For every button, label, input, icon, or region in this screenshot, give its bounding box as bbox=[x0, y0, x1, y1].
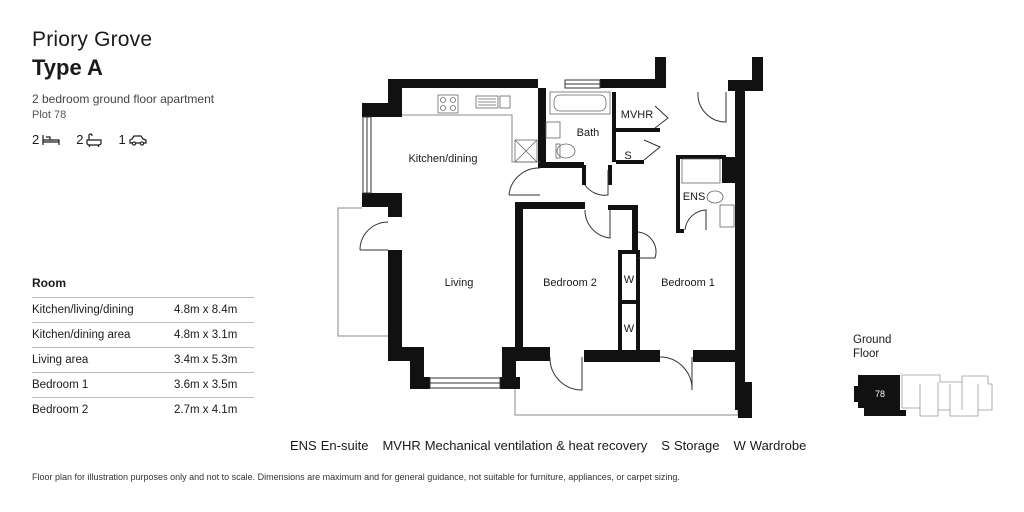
room-dimensions: 3.6m x 3.5m bbox=[174, 372, 254, 398]
legend-code: MVHR bbox=[382, 438, 421, 453]
door-swings bbox=[359, 91, 727, 391]
plot-number: Plot 78 bbox=[32, 109, 67, 121]
room-dimensions: 2.7m x 4.1m bbox=[174, 397, 254, 422]
apartment-type: Type A bbox=[32, 55, 103, 80]
room-dimensions: 4.8m x 3.1m bbox=[174, 322, 254, 348]
room-name: Kitchen/living/dining bbox=[32, 297, 174, 323]
room-name: Bedroom 2 bbox=[32, 397, 174, 422]
spec-summary: 2 2 1 bbox=[32, 132, 157, 147]
room-name: Living area bbox=[32, 347, 174, 373]
key-plan: 78 bbox=[854, 374, 993, 417]
bathroom-fittings bbox=[545, 91, 735, 228]
bedroom-count: 2 bbox=[32, 132, 60, 147]
label-living: Living bbox=[445, 277, 474, 289]
key-plan-plot-number: 78 bbox=[875, 389, 885, 399]
bath-icon bbox=[86, 132, 103, 147]
floor-label: Ground Floor bbox=[853, 333, 891, 361]
legend-text: Wardrobe bbox=[749, 438, 807, 453]
terrace-outline-left bbox=[337, 207, 390, 337]
key-plan-outline bbox=[901, 374, 993, 417]
legend-text: Mechanical ventilation & heat recovery bbox=[424, 438, 648, 453]
label-storage: S bbox=[624, 150, 631, 162]
apartment-description: 2 bedroom ground floor apartment bbox=[32, 92, 215, 106]
bedroom-count-value: 2 bbox=[32, 132, 40, 147]
legend-code: ENS bbox=[290, 438, 317, 453]
label-ensuite: ENS bbox=[683, 191, 706, 203]
car-icon bbox=[129, 134, 147, 146]
terrace-outline-bottom bbox=[514, 385, 739, 416]
label-bedroom-2: Bedroom 2 bbox=[543, 277, 597, 289]
label-mvhr: MVHR bbox=[621, 109, 653, 121]
kitchen-fittings bbox=[402, 94, 540, 163]
floor-label-line-1: Ground bbox=[853, 334, 892, 346]
room-table-heading: Room bbox=[32, 276, 66, 290]
label-bath: Bath bbox=[577, 127, 600, 139]
bathroom-count-value: 2 bbox=[76, 132, 84, 147]
legend-text: Storage bbox=[673, 438, 720, 453]
bathroom-count: 2 bbox=[76, 132, 103, 147]
legend-code: W bbox=[733, 438, 746, 453]
bed-icon bbox=[42, 134, 60, 145]
walls bbox=[362, 57, 763, 418]
parking-count: 1 bbox=[118, 132, 147, 147]
label-wardrobe-1: W bbox=[624, 274, 635, 286]
disclaimer-text: Floor plan for illustration purposes onl… bbox=[32, 472, 680, 482]
floor-label-line-2: Floor bbox=[853, 348, 880, 360]
label-bedroom-1: Bedroom 1 bbox=[661, 277, 715, 289]
key-plan-highlight-unit bbox=[854, 375, 906, 416]
legend-text: En-suite bbox=[320, 438, 369, 453]
parking-count-value: 1 bbox=[118, 132, 126, 147]
floor-plan: Kitchen/dining Bath MVHR S ENS Living Be… bbox=[337, 57, 763, 418]
room-name: Kitchen/dining area bbox=[32, 322, 174, 348]
label-wardrobe-2: W bbox=[624, 323, 635, 335]
development-name: Priory Grove bbox=[32, 28, 153, 51]
room-dimensions: 4.8m x 8.4m bbox=[174, 297, 254, 323]
room-name: Bedroom 1 bbox=[32, 372, 174, 398]
label-kitchen-dining: Kitchen/dining bbox=[408, 153, 477, 165]
room-dimensions: 3.4m x 5.3m bbox=[174, 347, 254, 373]
legend-code: S bbox=[661, 438, 670, 453]
